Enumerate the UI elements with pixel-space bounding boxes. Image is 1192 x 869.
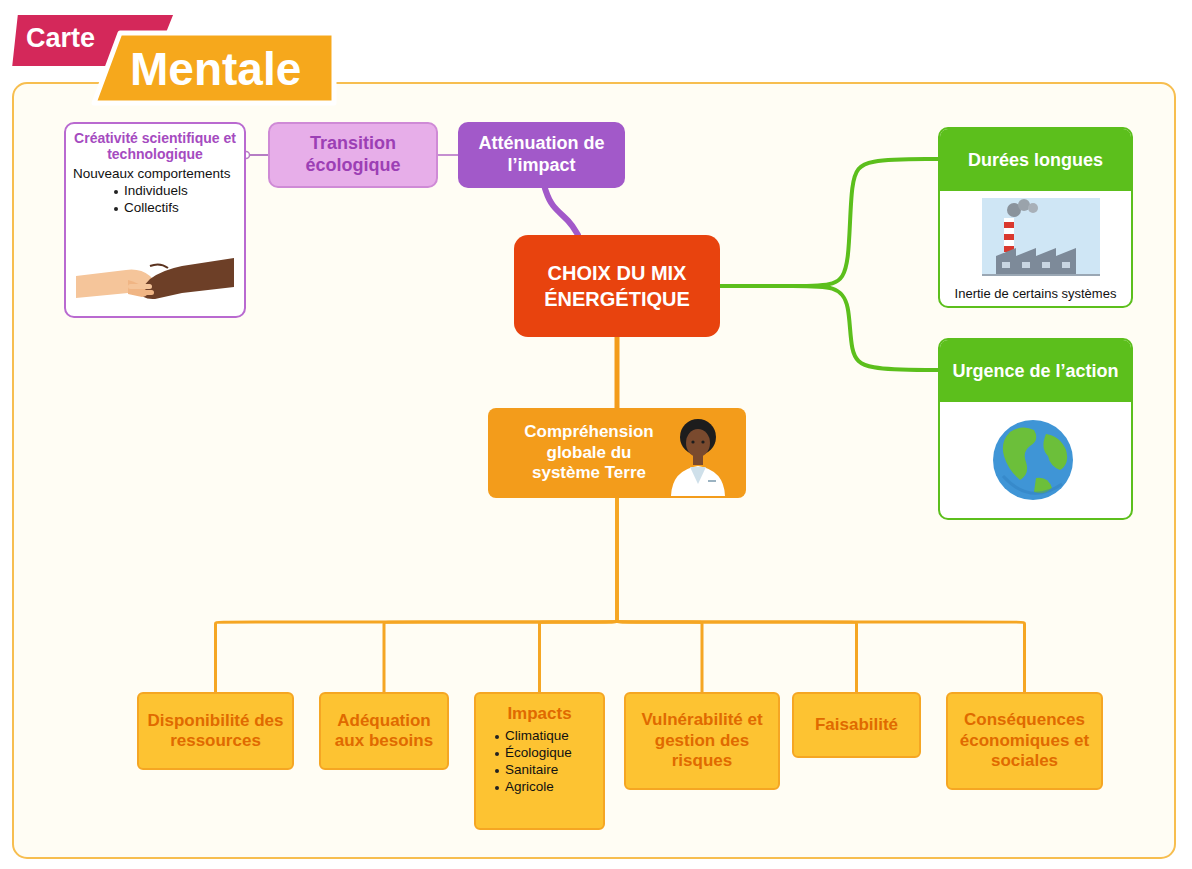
bullet-item: Sanitaire [481, 762, 598, 779]
badge-label: Carte [26, 25, 95, 52]
bullet-item: Collectifs [72, 200, 238, 217]
node-heading: Créativité scientifique et technologique [72, 130, 238, 162]
collar [690, 467, 706, 484]
criterion-box: Vulnérabilité et gestion des risques [624, 692, 780, 790]
dark-thumb [150, 264, 168, 268]
dark-arm [140, 258, 234, 299]
sky [982, 198, 1100, 276]
concept-box: Transition écologique [268, 122, 438, 188]
concept-box: Atténuation de l’impact [458, 122, 625, 188]
smoke [1028, 203, 1038, 213]
criterion-box: Disponibilité des ressources [137, 692, 294, 770]
globe-illustration [993, 420, 1073, 500]
node-heading: Urgence de l’action [940, 340, 1131, 402]
window [1022, 262, 1030, 268]
criterion-box: Adéquation aux besoins [319, 692, 449, 770]
criterion-box: Faisabilité [792, 692, 921, 758]
face [686, 429, 710, 457]
eye [701, 440, 704, 443]
connector [720, 286, 938, 370]
factory-illustration [982, 198, 1100, 276]
node-heading: Impacts [481, 704, 598, 724]
globe-shade [1003, 476, 1062, 493]
node-text: CHOIX DU MIX ÉNERGÉTIQUE [526, 260, 708, 312]
light-finger [132, 290, 154, 295]
connector [545, 188, 578, 235]
light-finger [128, 284, 152, 289]
bullet-item: Agricole [481, 779, 598, 796]
connector [615, 337, 620, 408]
node-text: Nouveaux comportements [72, 166, 238, 183]
window [1042, 262, 1050, 268]
title-badge [10, 13, 334, 103]
node-text: Atténuation de l’impact [468, 133, 615, 176]
connector [617, 498, 1025, 692]
bullet-item: Climatique [481, 728, 598, 745]
connector [540, 498, 618, 692]
criterion-box: ImpactsClimatiqueÉcologiqueSanitaireAgri… [474, 692, 605, 830]
eye [691, 440, 694, 443]
chimney-stripe [1004, 234, 1014, 240]
chimney-stripe [1004, 222, 1014, 228]
node-text: Compréhension globale du système Terre [514, 422, 664, 483]
continent [1003, 427, 1036, 480]
handshake-illustration [76, 258, 234, 299]
connector [216, 498, 618, 692]
node-text: Adéquation aux besoins [326, 711, 442, 752]
connector [384, 498, 617, 692]
bullet-item: Individuels [72, 183, 238, 200]
window [1002, 262, 1010, 268]
bullet-item: Écologique [481, 745, 598, 762]
connector [617, 498, 702, 692]
factory-building [996, 248, 1076, 276]
ground [982, 274, 1100, 276]
neck [693, 455, 703, 465]
node-text: Transition écologique [280, 133, 426, 176]
connector [438, 154, 458, 156]
node-text: Inertie de certains systèmes [940, 286, 1131, 306]
frame-panel [13, 83, 1175, 858]
node-text: Vulnérabilité et gestion des risques [631, 710, 773, 771]
connector [720, 159, 938, 286]
node-text: Faisabilité [815, 715, 898, 735]
connector [617, 498, 857, 692]
criterion-box: Conséquences économiques et sociales [946, 692, 1103, 790]
continent [1043, 434, 1067, 470]
node-text: Disponibilité des ressources [144, 711, 287, 752]
badge-title: Mentale [130, 46, 301, 92]
central-topic: CHOIX DU MIX ÉNERGÉTIQUE [514, 235, 720, 337]
globe-ocean [993, 420, 1073, 500]
window [1062, 262, 1070, 268]
scientist-icon [671, 419, 725, 496]
pocket [708, 480, 716, 482]
node-text: Conséquences économiques et sociales [953, 710, 1096, 771]
lab-coat [671, 466, 725, 496]
badge-tab-orange [94, 33, 334, 103]
node-heading: Durées longues [940, 129, 1131, 191]
